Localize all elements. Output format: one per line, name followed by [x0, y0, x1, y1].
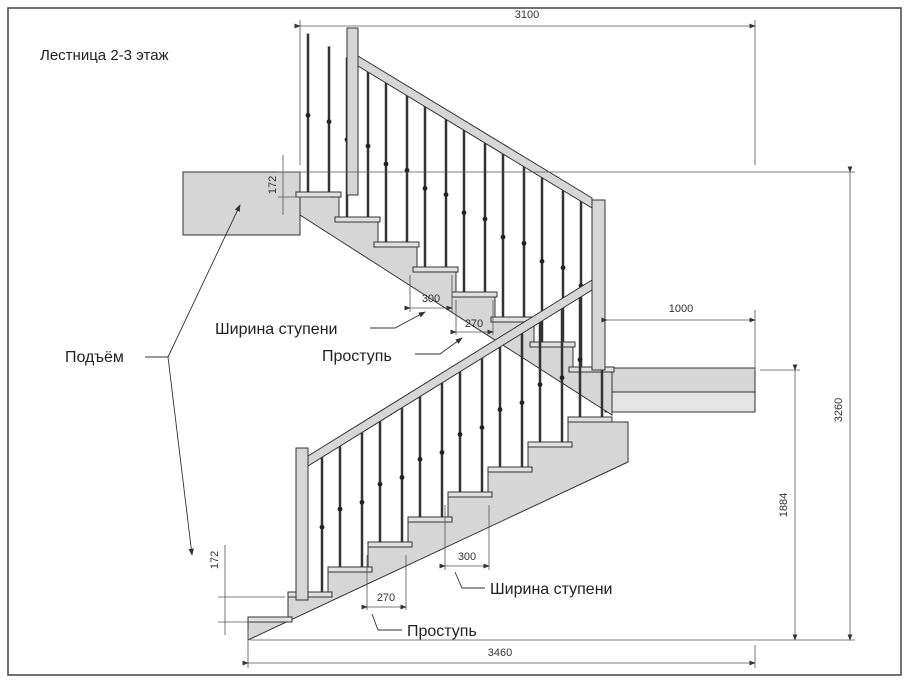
dim-landing-width: 1000	[669, 303, 693, 315]
dim-top-length: 3100	[515, 9, 539, 21]
drawing-frame	[7, 7, 902, 676]
upper-flight-baluster-knot	[521, 240, 527, 246]
lower-flight-baluster-knot	[577, 357, 583, 363]
upper-top-newel-post	[346, 27, 359, 196]
upper-flight-baluster-knot	[326, 119, 332, 125]
lower-flight-baluster-knot	[377, 481, 383, 487]
dim-rise-upper: 172	[267, 176, 279, 194]
lower-flight-baluster-knot	[359, 499, 365, 505]
upper-flight-baluster-knot	[365, 143, 371, 149]
lower-flight-tread	[487, 466, 533, 473]
upper-flight-tread	[412, 266, 459, 273]
dim-lower-height: 1884	[778, 493, 790, 517]
drawing-title: Лестница 2-3 этаж	[40, 47, 169, 64]
lower-flight-baluster-knot	[457, 432, 463, 437]
lower-flight-baluster-knot	[559, 375, 565, 381]
lower-flight-baluster-knot	[439, 450, 445, 455]
landing-beam	[604, 391, 756, 413]
upper-flight-tread	[373, 241, 420, 248]
lower-flight-tread	[367, 541, 413, 548]
lower-flight-baluster-knot	[399, 474, 405, 480]
upper-flight-baluster-knot	[500, 234, 506, 240]
dim-tread-lower: 270	[377, 592, 395, 604]
dim-step-width-upper: 300	[422, 293, 440, 305]
lower-flight-baluster-knot	[537, 382, 543, 388]
lower-flight-tread	[527, 441, 573, 448]
label-step-width-upper: Ширина ступени	[215, 321, 337, 338]
upper-flight-tread	[529, 341, 576, 348]
upper-flight-baluster-knot	[404, 167, 410, 173]
lower-flight-baluster-knot	[519, 400, 525, 406]
lower-handrail	[307, 279, 593, 467]
upper-flight-baluster-knot	[461, 210, 467, 216]
lower-flight-baluster-knot	[417, 456, 423, 462]
dim-total-height: 3260	[833, 398, 845, 422]
lower-flight-tread	[247, 616, 293, 623]
label-step-width-lower: Ширина ступени	[490, 581, 612, 598]
upper-handrail	[357, 55, 593, 209]
landing-slab	[604, 367, 756, 393]
dimension-lines	[218, 20, 855, 668]
dim-bottom-length: 3460	[488, 647, 512, 659]
lower-flight-tread	[407, 516, 453, 523]
upper-floor-slab	[182, 171, 301, 236]
upper-flight-baluster-knot	[560, 265, 566, 271]
upper-flight-baluster-knot	[482, 216, 488, 222]
leader-lines	[145, 204, 485, 631]
upper-flight-baluster-knot	[422, 185, 428, 191]
lower-flight-baluster-knot	[319, 524, 325, 530]
label-tread-lower: Проступь	[407, 623, 477, 640]
label-rise: Подъём	[65, 349, 124, 366]
lower-flight-baluster-knot	[337, 506, 343, 512]
lower-flight-baluster-knot	[479, 425, 485, 430]
lower-flight-tread	[327, 566, 373, 573]
lower-flight-baluster-knot	[497, 407, 503, 412]
lower-flight-tread	[287, 591, 333, 598]
upper-flight-baluster-knot	[539, 258, 545, 264]
upper-flight-baluster-knot	[443, 192, 449, 198]
upper-bottom-newel-post	[591, 199, 606, 371]
lower-flight-tread	[447, 491, 493, 498]
dim-rise-lower: 172	[209, 551, 221, 569]
upper-flight-baluster-knot	[305, 112, 311, 118]
upper-flight-tread	[334, 216, 381, 223]
label-tread-upper: Проступь	[322, 348, 392, 365]
lower-newel-post	[295, 447, 309, 601]
dim-step-width-lower: 300	[458, 551, 476, 563]
dim-tread-upper: 270	[465, 318, 483, 330]
lower-flight-tread	[567, 416, 613, 423]
upper-flight-tread	[451, 291, 498, 298]
upper-flight-baluster-knot	[383, 161, 389, 167]
upper-flight-tread	[295, 191, 342, 198]
